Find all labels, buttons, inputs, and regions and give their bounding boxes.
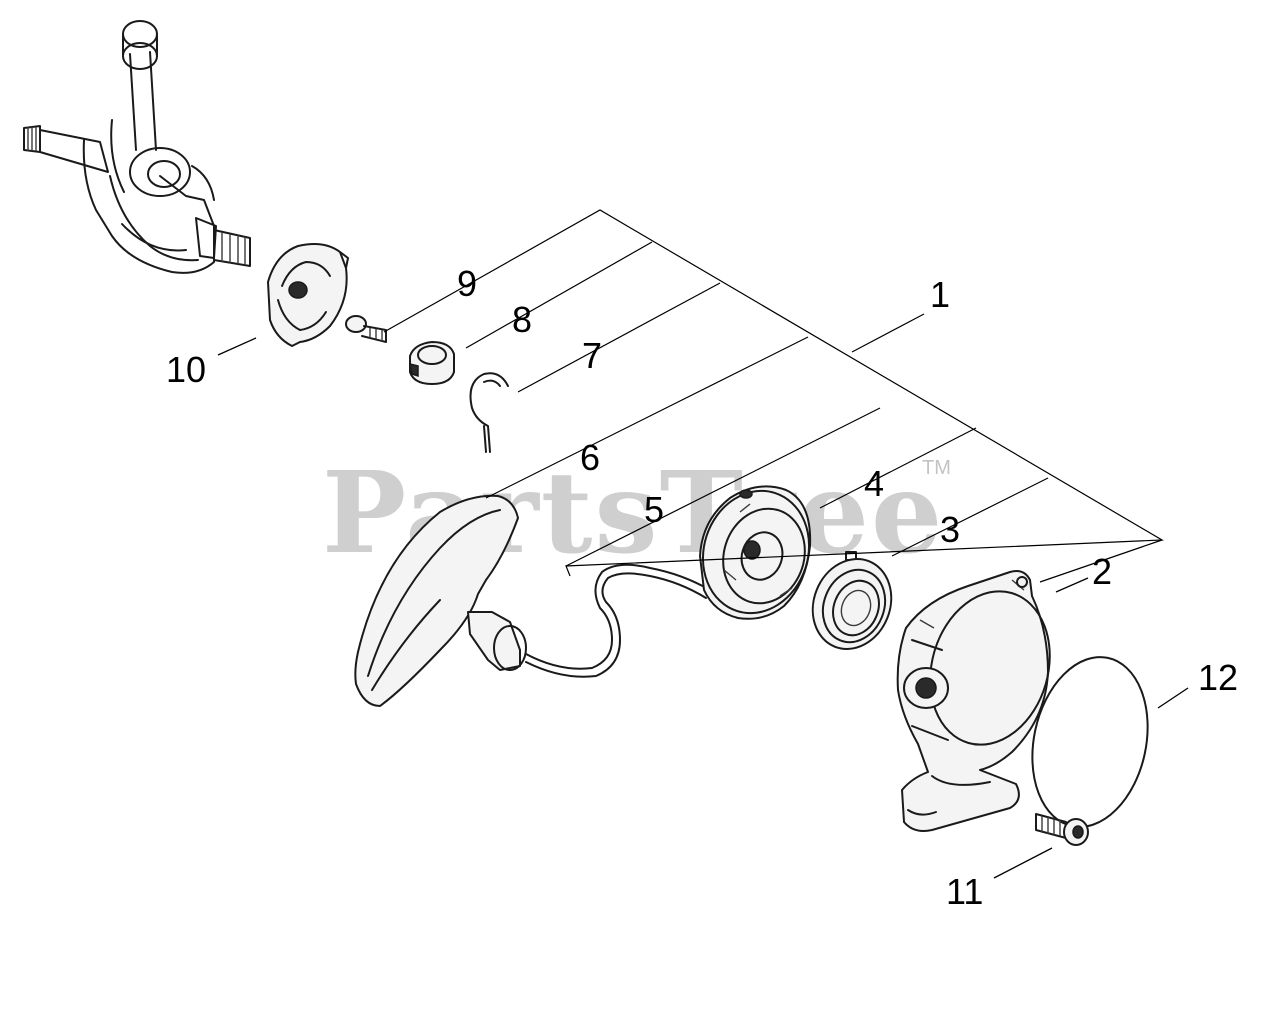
part-2-starter-housing bbox=[896, 570, 1051, 832]
callout-12: 12 bbox=[1198, 657, 1238, 698]
callout-11: 11 bbox=[946, 871, 983, 912]
callout-5: 5 bbox=[644, 489, 664, 530]
part-6-starter-handle bbox=[354, 494, 711, 707]
part-8-nut bbox=[409, 341, 455, 385]
watermark-trademark: TM bbox=[922, 457, 951, 479]
callout-3: 3 bbox=[940, 509, 960, 550]
callout-6: 6 bbox=[580, 437, 600, 478]
part-5-rope-reel bbox=[699, 485, 812, 620]
part-7-spring-clip bbox=[469, 372, 509, 453]
callout-2: 2 bbox=[1092, 551, 1112, 592]
callout-9: 9 bbox=[457, 263, 477, 304]
callout-10: 10 bbox=[166, 349, 206, 390]
part-9-bolt bbox=[345, 315, 387, 343]
kit-bracket bbox=[383, 209, 1165, 583]
callout-7: 7 bbox=[582, 335, 602, 376]
part-10-starter-plate bbox=[267, 243, 349, 347]
callout-4: 4 bbox=[864, 463, 884, 504]
part-11-screw bbox=[1035, 813, 1089, 846]
callout-labels: 1 2 3 4 5 6 7 8 9 10 11 12 bbox=[166, 263, 1238, 912]
part-3-recoil-spring bbox=[811, 558, 893, 650]
leader-lines bbox=[217, 337, 1189, 879]
callout-8: 8 bbox=[512, 299, 532, 340]
callout-1: 1 bbox=[930, 274, 950, 315]
crankshaft-drawing bbox=[23, 20, 251, 274]
